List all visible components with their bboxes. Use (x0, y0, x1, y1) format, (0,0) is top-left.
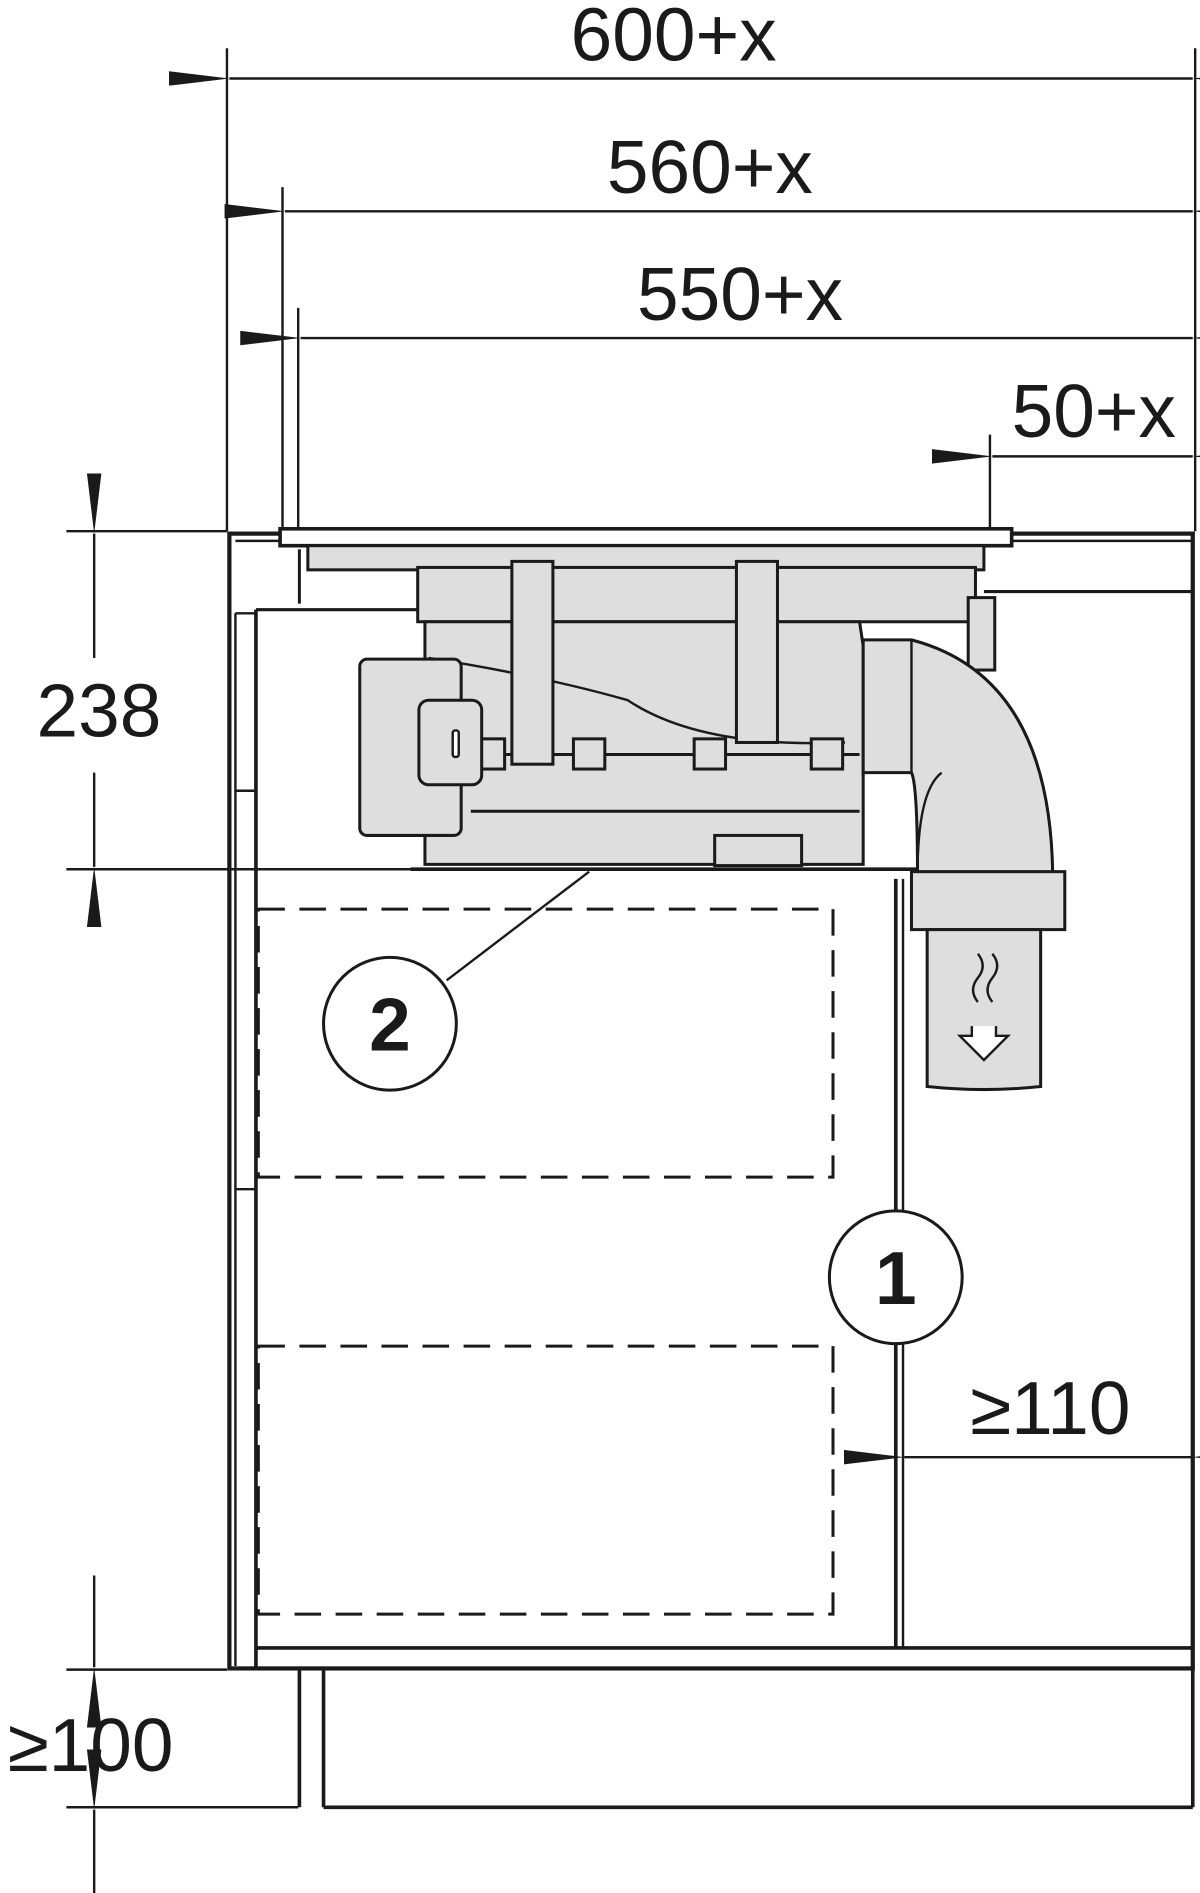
drawers (256, 907, 835, 1616)
dim-overall-width: 600+x (571, 0, 777, 76)
callout-2: 2 (322, 870, 590, 1092)
dim-side-clearance: ≥110 (970, 1366, 1130, 1450)
dim-cutout-width: 560+x (607, 125, 813, 209)
duct-elbow (861, 638, 1067, 1092)
dimension-lines (86, 71, 1200, 1893)
extractor-unit (358, 559, 997, 868)
callout-1-label: 1 (875, 1236, 917, 1320)
callout-2-label: 2 (369, 982, 411, 1066)
dim-hob-width: 550+x (637, 252, 843, 336)
dim-plinth-height: ≥100 (8, 1703, 174, 1787)
plinth (297, 1669, 1195, 1810)
dim-right-offset: 50+x (1012, 369, 1176, 453)
hob-plate (278, 526, 1014, 572)
callout-1: 1 (827, 1209, 964, 1346)
dim-unit-height: 238 (37, 668, 162, 752)
